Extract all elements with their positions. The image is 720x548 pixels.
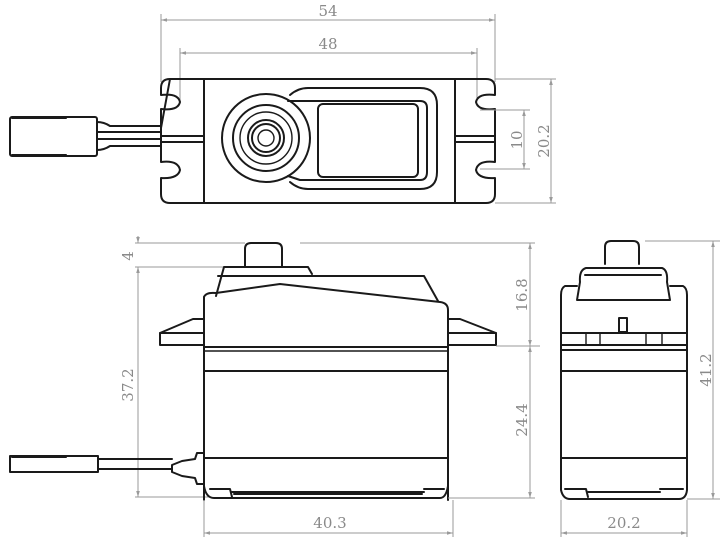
dimension-24-4: 24.4 — [448, 346, 535, 499]
dim-label-10: 10 — [508, 130, 526, 149]
output-spline-front — [244, 242, 283, 267]
dim-label-40-3: 40.3 — [313, 514, 346, 532]
dimension-37-2: 37.2 — [119, 267, 210, 498]
dim-label-24-4: 24.4 — [513, 403, 531, 436]
mounting-flange — [160, 78, 496, 204]
dim-label-20-2-top: 20.2 — [535, 124, 553, 157]
dimension-20-2-side: 20.2 — [560, 500, 688, 537]
dimension-40-3: 40.3 — [203, 500, 454, 537]
dimension-20-2-top: 20.2 — [495, 78, 556, 204]
cable-connector-top — [9, 116, 162, 157]
dim-label-4: 4 — [119, 251, 137, 261]
dimension-16-8: 16.8 — [300, 242, 540, 347]
dim-label-20-2-side: 20.2 — [607, 514, 640, 532]
dimension-48: 48 — [179, 35, 478, 100]
front-view: 4 37.2 — [9, 236, 540, 537]
dimension-10: 10 — [480, 109, 530, 170]
dim-label-54: 54 — [318, 2, 337, 20]
dim-label-41-2: 41.2 — [697, 353, 715, 386]
dimension-54: 54 — [160, 2, 496, 82]
output-shaft-top — [221, 93, 311, 183]
output-spline-side — [604, 240, 640, 265]
dimension-4: 4 — [119, 236, 245, 275]
dimension-41-2: 41.2 — [645, 240, 720, 500]
connector-plug-front — [9, 455, 99, 473]
dim-label-16-8: 16.8 — [513, 278, 531, 311]
dim-label-37-2: 37.2 — [119, 368, 137, 401]
dim-label-48: 48 — [318, 35, 337, 53]
connector-plug — [9, 116, 98, 157]
top-view: 54 48 — [9, 2, 556, 204]
side-view: 41.2 20.2 — [560, 240, 720, 537]
label-area — [317, 103, 419, 178]
cable-connector-front — [9, 452, 205, 485]
